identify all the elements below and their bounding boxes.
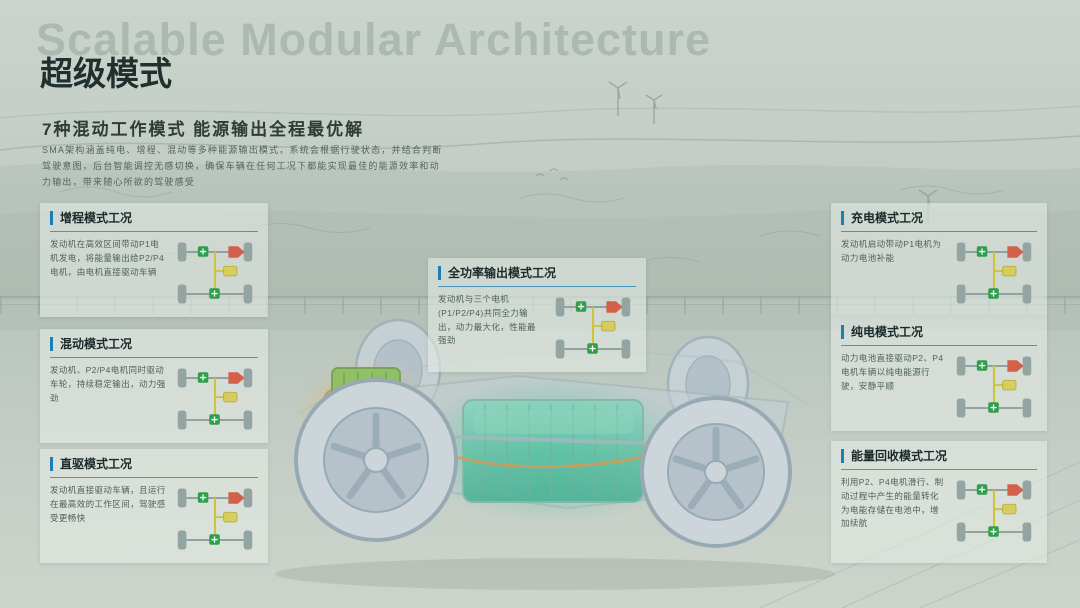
powertrain-schematic-icon (177, 242, 253, 304)
powertrain-schematic (172, 238, 258, 308)
card-description: 发动机在高效区间带动P1电机发电，将能量输出给P2/P4电机，由电机直接驱动车辆 (50, 239, 165, 277)
card-description: 发动机启动带动P1电机为动力电池补能 (841, 239, 942, 263)
powertrain-schematic-icon (956, 242, 1032, 304)
card-description: 动力电池直接驱动P2、P4电机车辆以纯电能源行驶，安静平顺 (841, 353, 944, 391)
card-range-extender-mode: 增程模式工况 发动机在高效区间带动P1电机发电，将能量输出给P2/P4电机，由电… (40, 203, 268, 318)
powertrain-schematic (951, 238, 1037, 308)
rear-left-wheel (640, 396, 792, 548)
vehicle-shadow (275, 558, 835, 590)
card-charging-mode: 充电模式工况 发动机启动带动P1电机为动力电池补能 (831, 203, 1047, 318)
powertrain-schematic (172, 364, 258, 434)
card-title: 混动模式工况 (50, 337, 258, 352)
front-left-wheel (294, 378, 458, 542)
powertrain-schematic (951, 352, 1037, 422)
powertrain-schematic-icon (956, 356, 1032, 418)
powertrain-schematic (951, 476, 1037, 546)
card-ev-mode: 纯电模式工况 动力电池直接驱动P2、P4电机车辆以纯电能源行驶，安静平顺 (831, 317, 1047, 432)
card-hybrid-mode: 混动模式工况 发动机、P2/P4电机同时驱动车轮，持续稳定输出，动力强劲 (40, 329, 268, 444)
card-divider (50, 477, 258, 479)
intro-paragraph: SMA架构涵盖纯电、增程、混动等多种能源输出模式，系统会根据行驶状态，并结合判断… (42, 145, 443, 187)
page-subtitle: 7种混动工作模式 能源输出全程最优解 (42, 120, 365, 139)
card-divider (841, 231, 1037, 233)
card-direct-drive-mode: 直驱模式工况 发动机直接驱动车辆，且运行在最高效的工作区间，驾驶感受更畅快 (40, 449, 268, 564)
card-description: 利用P2、P4电机滑行、制动过程中产生的能量转化为电能存储在电池中，增加续航 (841, 477, 944, 529)
card-full-power-mode: 全功率输出模式工况 发动机与三个电机(P1/P2/P4)共同全力输出，动力最大化… (428, 258, 646, 373)
wind-turbine-icon (608, 81, 938, 222)
powertrain-schematic-icon (555, 297, 631, 359)
card-description: 发动机与三个电机(P1/P2/P4)共同全力输出，动力最大化，性能最强劲 (438, 294, 536, 346)
hv-cable (432, 448, 665, 469)
birds-icon (535, 168, 569, 181)
card-description: 发动机、P2/P4电机同时驱动车轮，持续稳定输出，动力强劲 (50, 365, 166, 403)
powertrain-schematic-icon (177, 488, 253, 550)
card-energy-recovery-mode: 能量回收模式工况 利用P2、P4电机滑行、制动过程中产生的能量转化为电能存储在电… (831, 441, 1047, 563)
card-divider (50, 357, 258, 359)
card-divider (841, 345, 1037, 347)
powertrain-schematic (550, 293, 636, 363)
card-title: 全功率输出模式工况 (438, 266, 636, 281)
driveshaft (422, 434, 677, 446)
card-title: 能量回收模式工况 (841, 449, 1037, 464)
page-title: 超级模式 (40, 55, 172, 92)
watermark-title: Scalable Modular Architecture (36, 14, 712, 65)
card-description: 发动机直接驱动车辆，且运行在最高效的工作区间，驾驶感受更畅快 (50, 485, 166, 523)
card-divider (50, 231, 258, 233)
powertrain-schematic-icon (177, 368, 253, 430)
powertrain-schematic-icon (956, 480, 1032, 542)
card-title: 增程模式工况 (50, 211, 258, 226)
card-divider (438, 286, 636, 288)
vehicle-chassis-illustration (290, 318, 809, 548)
card-divider (841, 469, 1037, 471)
card-title: 充电模式工况 (841, 211, 1037, 226)
battery-pack (403, 375, 703, 525)
powertrain-schematic (172, 484, 258, 554)
card-title: 纯电模式工况 (841, 325, 1037, 340)
card-title: 直驱模式工况 (50, 457, 258, 472)
